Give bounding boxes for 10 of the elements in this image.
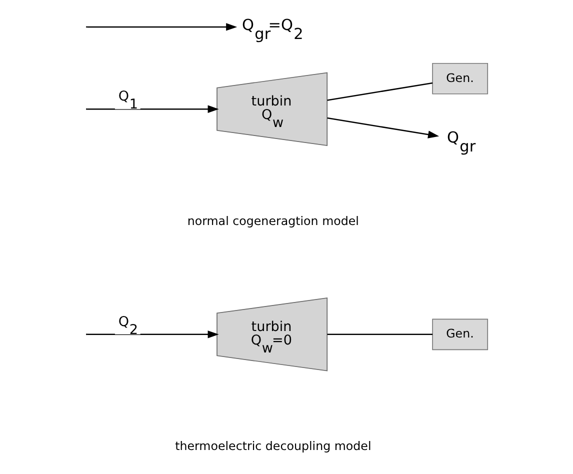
label: normal cogeneragtion model <box>186 214 358 228</box>
arrow <box>86 23 237 31</box>
connector <box>326 82 432 101</box>
arrow <box>86 330 218 338</box>
node-box: Gen. <box>432 62 488 94</box>
arrow <box>86 105 218 113</box>
connector <box>326 334 432 336</box>
node-box: Gen. <box>432 318 488 350</box>
label: thermoelectric decoupling model <box>174 439 371 454</box>
arrow <box>326 117 439 138</box>
